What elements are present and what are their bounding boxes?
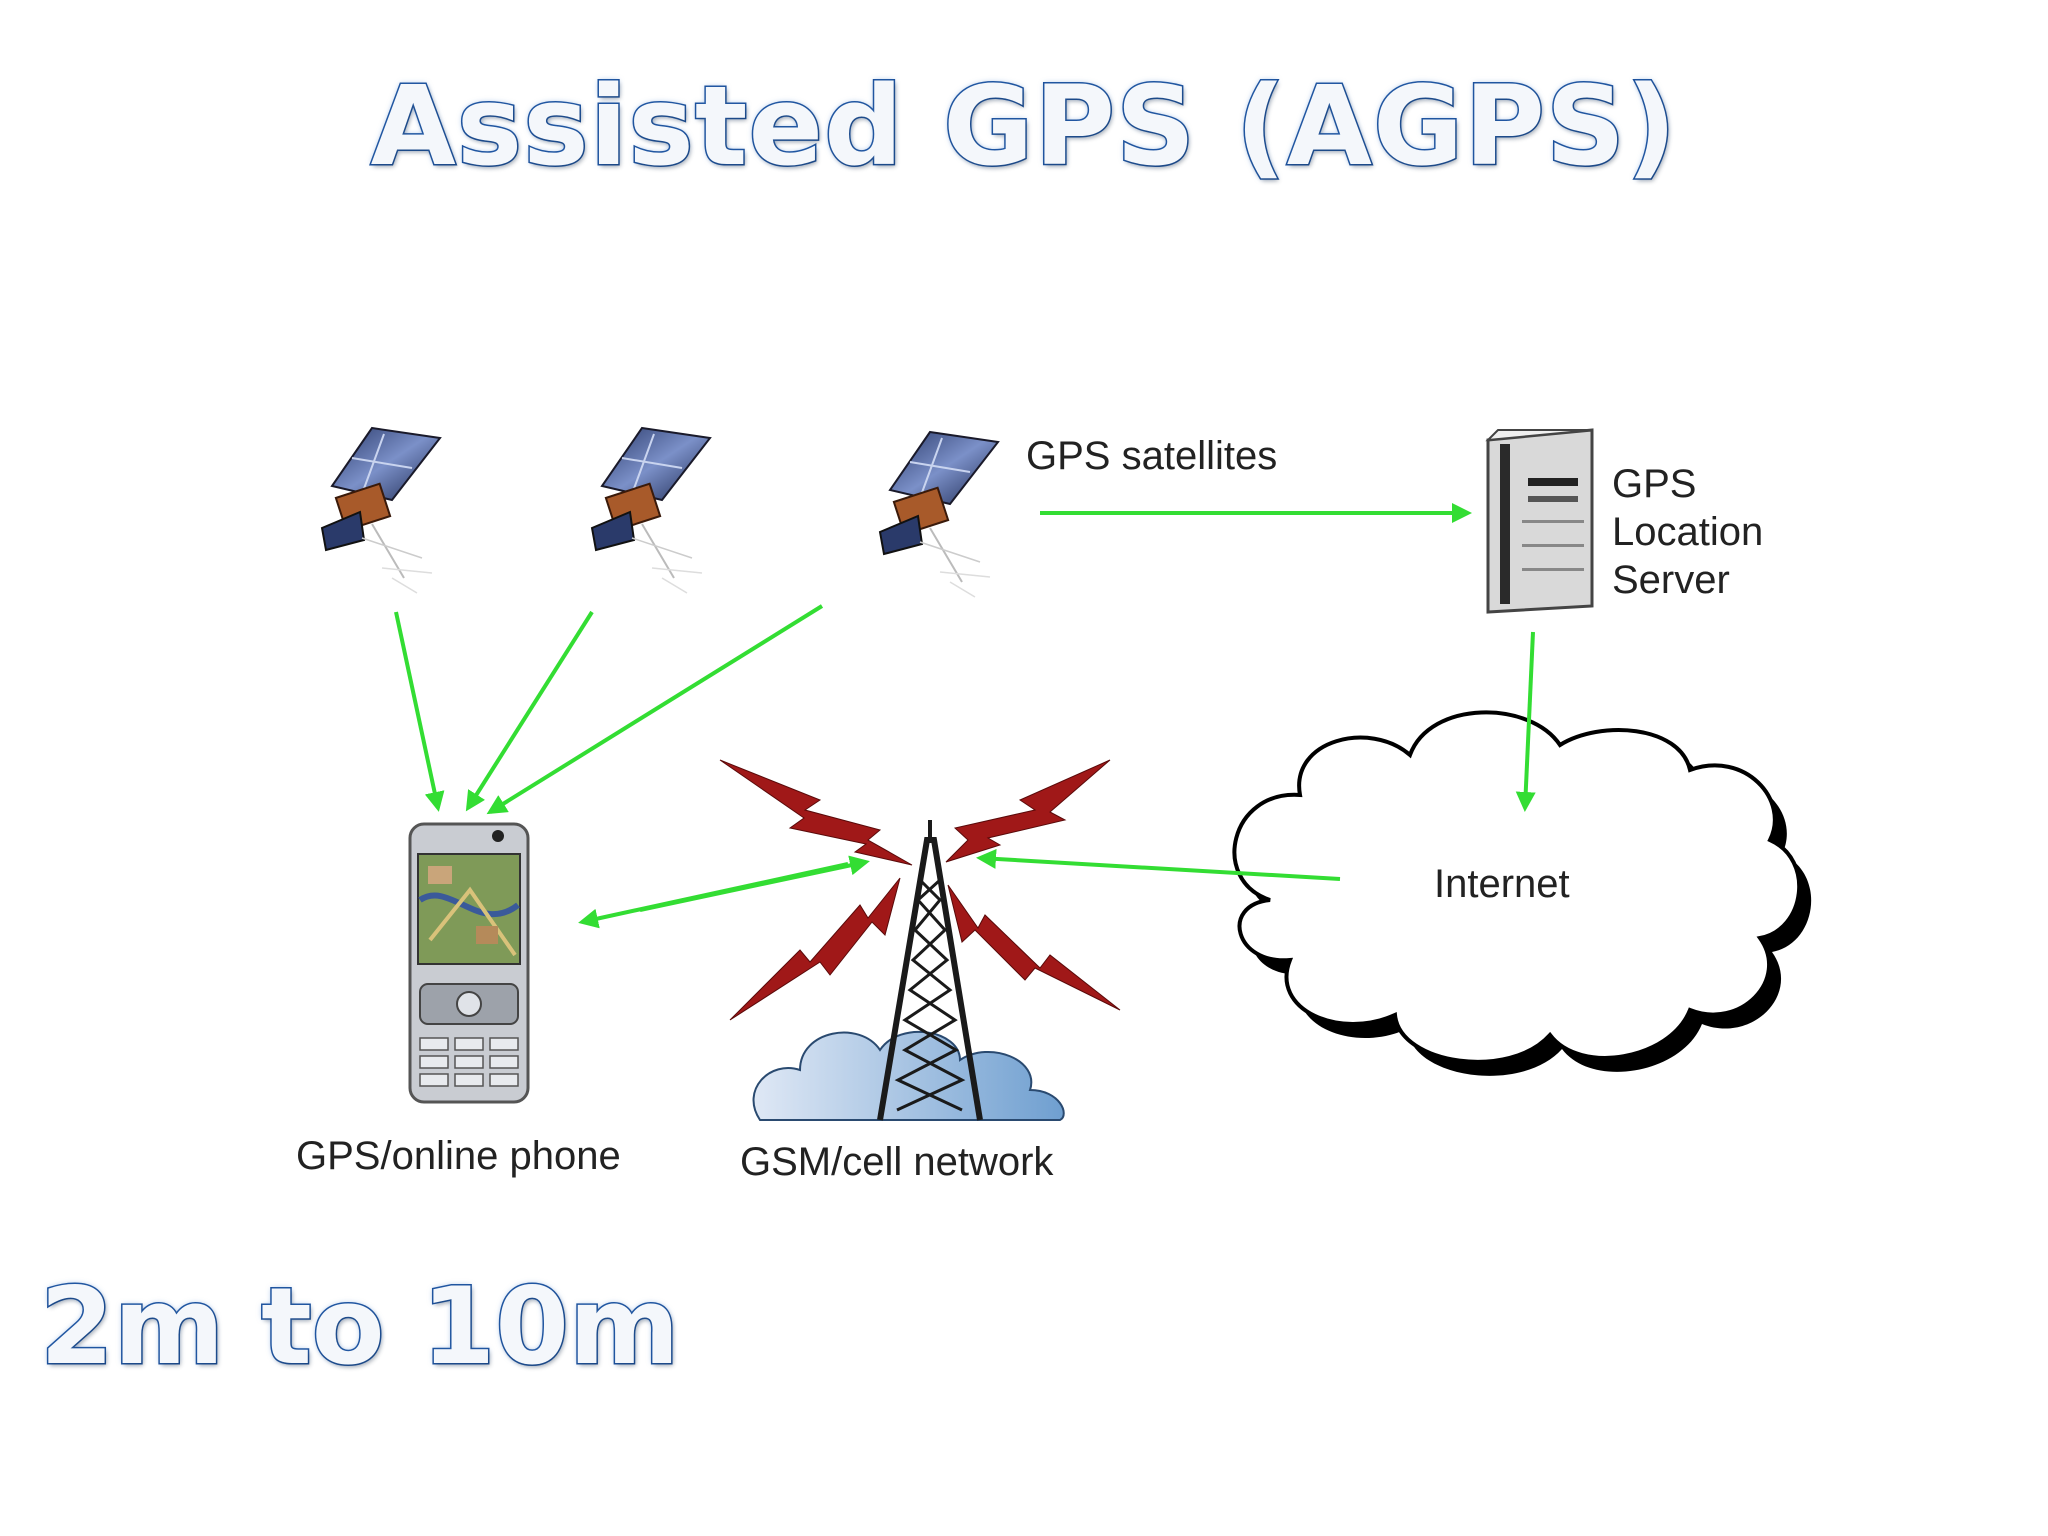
arrow-sat1-phone xyxy=(394,611,445,812)
server-label-line3: Server xyxy=(1612,558,1730,602)
radio-signal-icon xyxy=(719,759,1121,1021)
slide-title: Assisted GPS (AGPS) xyxy=(369,61,1678,192)
satellites-label: GPS satellites xyxy=(1026,434,1278,478)
arrow-internet-tower xyxy=(976,848,1341,881)
arrow-sat3-phone xyxy=(486,604,824,815)
server-label-line1: GPS xyxy=(1612,462,1697,506)
phone-icon xyxy=(408,822,530,1104)
arrow-phone-tower xyxy=(639,855,870,912)
satellite-icon-3 xyxy=(879,431,999,598)
satellite-icon-1 xyxy=(321,427,441,594)
phone-label: GPS/online phone xyxy=(296,1134,621,1178)
cell-tower-icon xyxy=(752,820,1065,1121)
accuracy-range: 2m to 10m xyxy=(38,1264,680,1390)
network-label: GSM/cell network xyxy=(740,1140,1054,1184)
arrow-sat2-phone xyxy=(465,610,594,812)
arrow-server-internet xyxy=(1515,631,1536,812)
server-icon xyxy=(1485,428,1594,614)
cloud-icon xyxy=(1232,710,1812,1076)
signal-arrows xyxy=(394,503,1536,929)
server-label-line2: Location xyxy=(1612,510,1764,554)
internet-label: Internet xyxy=(1434,862,1570,906)
server-label: GPS Location Server xyxy=(1612,460,1763,604)
satellite-icon-2 xyxy=(591,427,711,594)
